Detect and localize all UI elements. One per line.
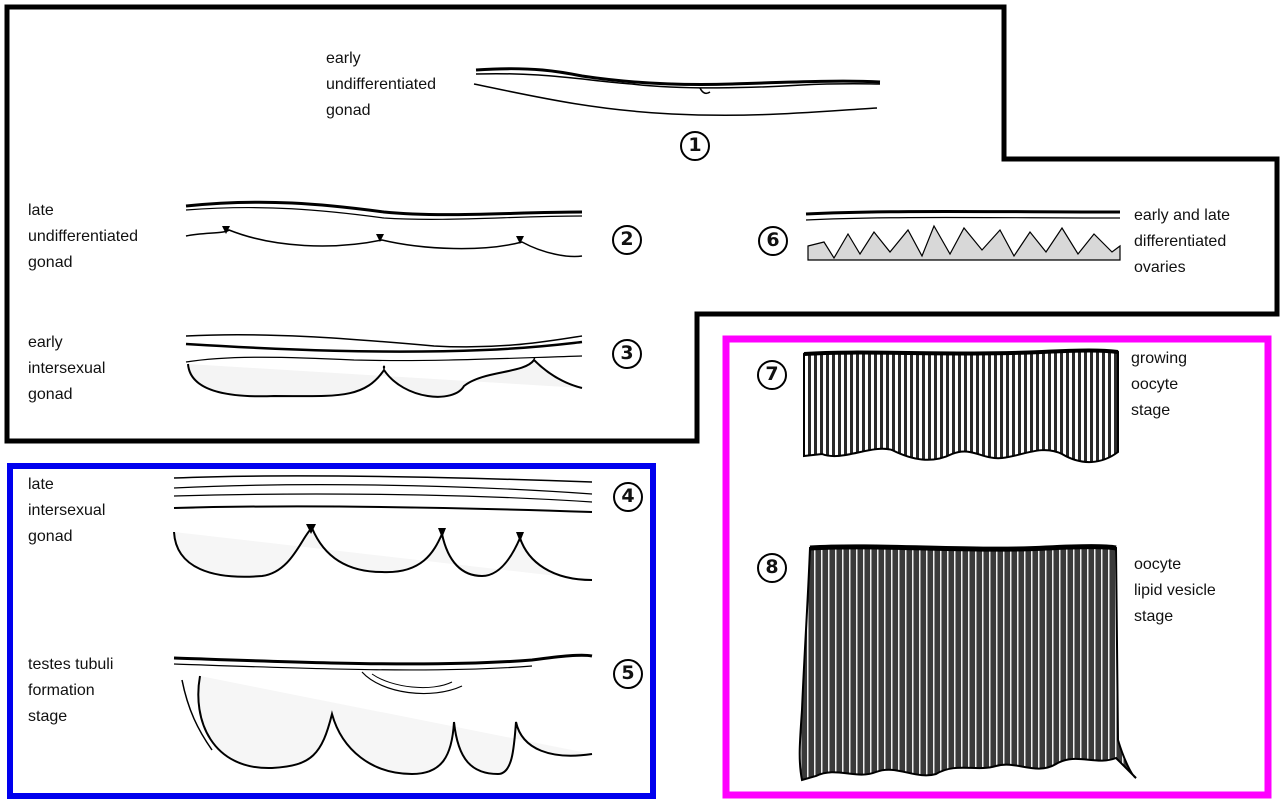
stage-3-drawing: [184, 330, 584, 404]
stage-2-number: 2: [612, 225, 642, 255]
stage-1-drawing: [472, 62, 884, 122]
stage-8-number: 8: [757, 553, 787, 583]
stage-2-label: late undifferentiated gonad: [28, 198, 138, 276]
stage-1-number: 1: [680, 131, 710, 161]
stage-5-drawing: [172, 650, 596, 778]
stage-5-label: testes tubuli formation stage: [28, 652, 113, 730]
stage-7-label: growing oocyte stage: [1131, 346, 1187, 424]
stage-6-label: early and late differentiated ovaries: [1134, 203, 1230, 281]
stage-7-drawing: [802, 346, 1120, 472]
stage-1-label: early undifferentiated gonad: [326, 46, 436, 124]
stage-6-drawing: [804, 206, 1122, 266]
stage-6-number: 6: [758, 226, 788, 256]
stage-8-drawing: [796, 540, 1140, 784]
stage-8-label: oocyte lipid vesicle stage: [1134, 552, 1216, 630]
stage-4-number: 4: [613, 482, 643, 512]
stage-5-number: 5: [613, 659, 643, 689]
stage-7-number: 7: [757, 360, 787, 390]
stage-2-drawing: [184, 198, 584, 262]
stage-3-label: early intersexual gonad: [28, 330, 105, 408]
stage-4-label: late intersexual gonad: [28, 472, 105, 550]
stage-3-number: 3: [612, 339, 642, 369]
stage-4-drawing: [172, 472, 596, 582]
